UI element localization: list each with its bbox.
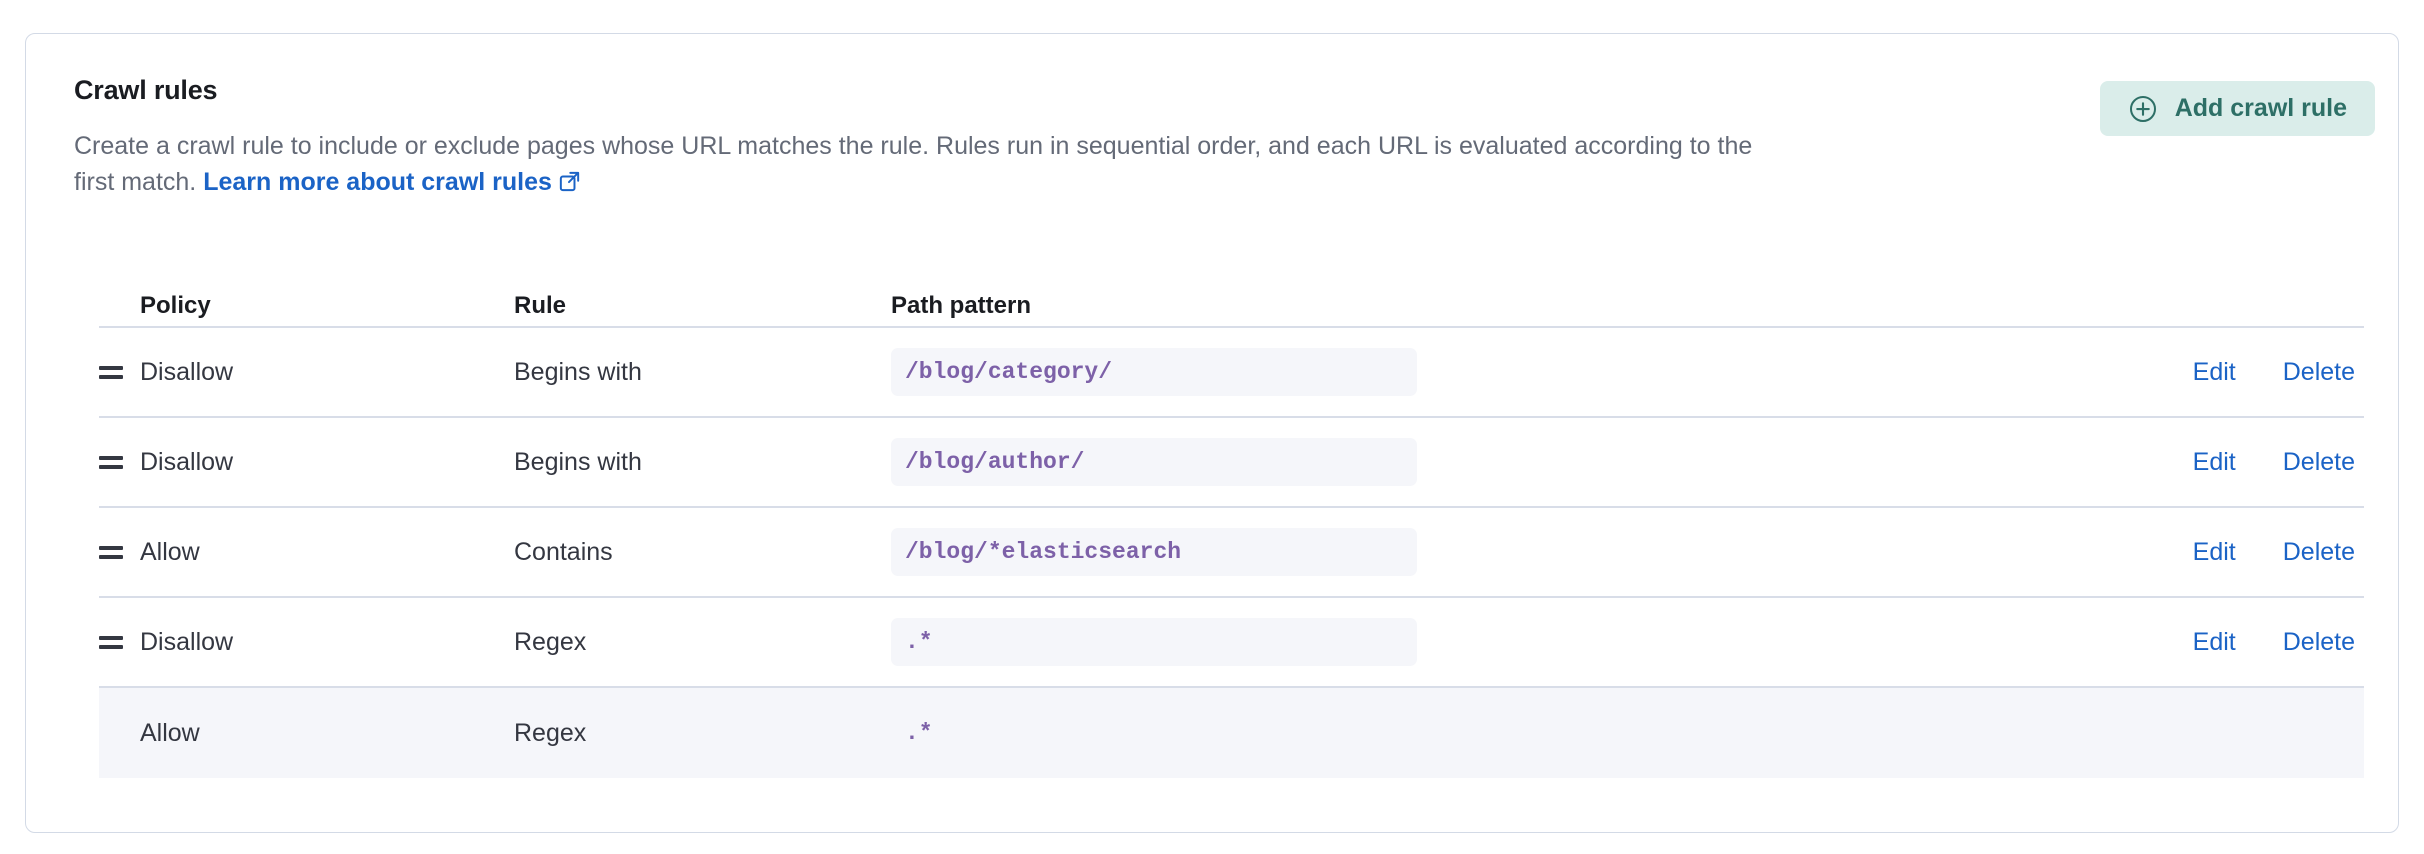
panel-description: Create a crawl rule to include or exclud… — [74, 128, 1754, 203]
delete-rule-link[interactable]: Delete — [2282, 447, 2355, 476]
table-row: Allow Regex .* — [99, 688, 2364, 778]
page-title: Crawl rules — [74, 75, 218, 105]
cell-policy: Allow — [140, 537, 200, 566]
edit-rule-link[interactable]: Edit — [2192, 357, 2236, 386]
path-pattern-code: /blog/*elasticsearch — [891, 528, 1417, 576]
cell-path-pattern: /blog/category/ — [891, 348, 2114, 396]
column-header-rule: Rule — [514, 292, 567, 319]
cell-actions: Edit Delete — [2114, 538, 2364, 567]
learn-more-link[interactable]: Learn more about crawl rules — [203, 168, 552, 196]
cell-path-pattern: .* — [891, 618, 2114, 666]
drag-handle-icon[interactable] — [99, 362, 123, 383]
cell-actions: Edit Delete — [2114, 358, 2364, 387]
column-header-path-pattern: Path pattern — [891, 292, 1032, 319]
delete-rule-link[interactable]: Delete — [2282, 357, 2355, 386]
cell-rule: Regex — [514, 718, 587, 747]
table-row: Allow Contains/blog/*elasticsearch Edit Del… — [99, 508, 2364, 598]
plus-in-circle-icon — [2128, 94, 2158, 124]
edit-rule-link[interactable]: Edit — [2192, 537, 2236, 566]
cell-actions: Edit Delete — [2114, 448, 2364, 477]
column-header-policy: Policy — [140, 292, 211, 319]
delete-rule-link[interactable]: Delete — [2282, 627, 2355, 656]
drag-handle-icon[interactable] — [99, 452, 123, 473]
cell-path-pattern: /blog/*elasticsearch — [891, 528, 2114, 576]
edit-rule-link[interactable]: Edit — [2192, 447, 2236, 476]
table-header-row: Policy Rule Path pattern — [99, 284, 2364, 328]
drag-handle-icon[interactable] — [99, 632, 123, 653]
cell-path-pattern: /blog/author/ — [891, 438, 2114, 486]
cell-policy: Allow — [140, 718, 200, 747]
cell-rule: Begins with — [514, 357, 642, 386]
cell-path-pattern: .* — [891, 709, 2114, 757]
cell-policy: Disallow — [140, 357, 234, 386]
cell-policy: Disallow — [140, 627, 234, 656]
delete-rule-link[interactable]: Delete — [2282, 537, 2355, 566]
add-crawl-rule-label: Add crawl rule — [2174, 94, 2347, 122]
cell-rule: Begins with — [514, 447, 642, 476]
drag-handle-cell — [99, 362, 140, 383]
path-pattern-code: /blog/category/ — [891, 348, 1417, 396]
panel-description-text: Create a crawl rule to include or exclud… — [74, 131, 1753, 196]
path-pattern-code: /blog/author/ — [891, 438, 1417, 486]
edit-rule-link[interactable]: Edit — [2192, 627, 2236, 656]
cell-rule: Regex — [514, 627, 587, 656]
table-row: Disallow Begins with/blog/author/Edit Dele… — [99, 418, 2364, 508]
drag-handle-cell — [99, 542, 140, 563]
crawl-rules-panel: Crawl rules Create a crawl rule to inclu… — [25, 33, 2399, 833]
panel-header: Crawl rules Create a crawl rule to inclu… — [26, 34, 2398, 202]
drag-handle-icon[interactable] — [99, 542, 123, 563]
external-link-icon — [559, 166, 580, 202]
add-crawl-rule-button[interactable]: Add crawl rule — [2099, 81, 2375, 136]
cell-actions: Edit Delete — [2114, 628, 2364, 657]
table-row: Disallow Begins with/blog/category/Edit De… — [99, 328, 2364, 418]
cell-rule: Contains — [514, 537, 613, 566]
path-pattern-code: .* — [905, 720, 933, 746]
path-pattern-code: .* — [891, 618, 1417, 666]
drag-handle-cell — [99, 632, 140, 653]
table-row: Disallow Regex .* Edit Delete — [99, 598, 2364, 688]
drag-handle-cell — [99, 452, 140, 473]
cell-policy: Disallow — [140, 447, 234, 476]
